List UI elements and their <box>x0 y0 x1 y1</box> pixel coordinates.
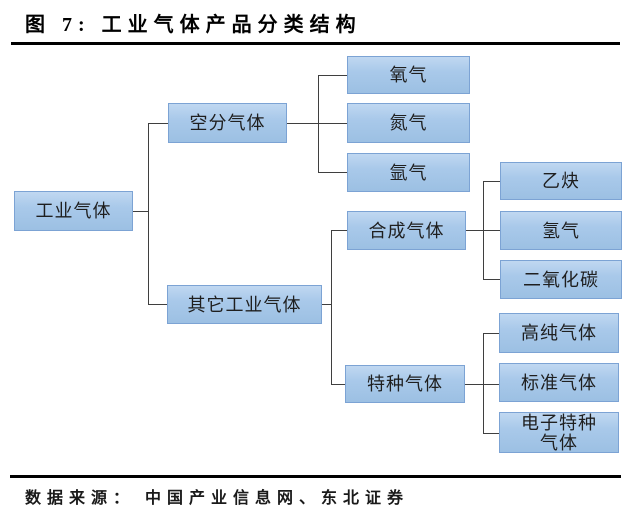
node-air-separation-gas: 空分气体 <box>168 103 287 143</box>
connector-standard-in <box>483 384 499 385</box>
connector-air-children-spine <box>318 75 319 173</box>
node-oxygen: 氧气 <box>347 56 470 94</box>
connector-specialty-out <box>465 384 483 385</box>
connector-nitrogen-in <box>318 123 347 124</box>
node-synthetic-gas: 合成气体 <box>347 211 466 250</box>
connector-hydrogen-in <box>483 230 500 231</box>
connector-oxygen-in <box>318 75 347 76</box>
node-specialty-gas: 特种气体 <box>345 365 465 403</box>
connector-electronic-specialty-in <box>483 433 499 434</box>
node-hydrogen: 氢气 <box>500 211 622 250</box>
connector-synthetic-out <box>466 230 483 231</box>
node-argon: 氩气 <box>347 153 470 192</box>
connector-air-separation-in <box>148 123 168 124</box>
connector-synthetic-in <box>331 230 347 231</box>
node-industrial-gas: 工业气体 <box>14 191 133 231</box>
connector-other-children-spine <box>331 230 332 385</box>
node-carbon-dioxide: 二氧化碳 <box>500 260 622 299</box>
node-acetylene: 乙炔 <box>500 162 622 200</box>
connector-carbon-dioxide-in <box>483 279 500 280</box>
node-high-purity-gas: 高纯气体 <box>499 313 619 353</box>
connector-other-industrial-out <box>322 304 331 305</box>
connector-high-purity-in <box>483 333 499 334</box>
node-electronic-specialty-gas: 电子特种 气体 <box>499 412 619 453</box>
node-standard-gas: 标准气体 <box>499 363 619 402</box>
connector-other-industrial-in <box>148 304 167 305</box>
connector-root-out <box>133 211 148 212</box>
connector-specialty-children-spine <box>483 333 484 434</box>
connector-level1-spine <box>148 123 149 305</box>
source-rule <box>10 475 621 478</box>
figure-title: 图 7: 工业气体产品分类结构 <box>25 14 362 36</box>
node-other-industrial-gas: 其它工业气体 <box>167 285 322 324</box>
connector-argon-in <box>318 172 347 173</box>
connector-acetylene-in <box>483 181 500 182</box>
connector-specialty-in <box>331 384 345 385</box>
connector-air-separation-out <box>287 123 318 124</box>
data-source: 数据来源： 中国产业信息网、东北证券 <box>25 490 410 507</box>
node-nitrogen: 氮气 <box>347 103 470 143</box>
title-rule <box>11 42 620 45</box>
